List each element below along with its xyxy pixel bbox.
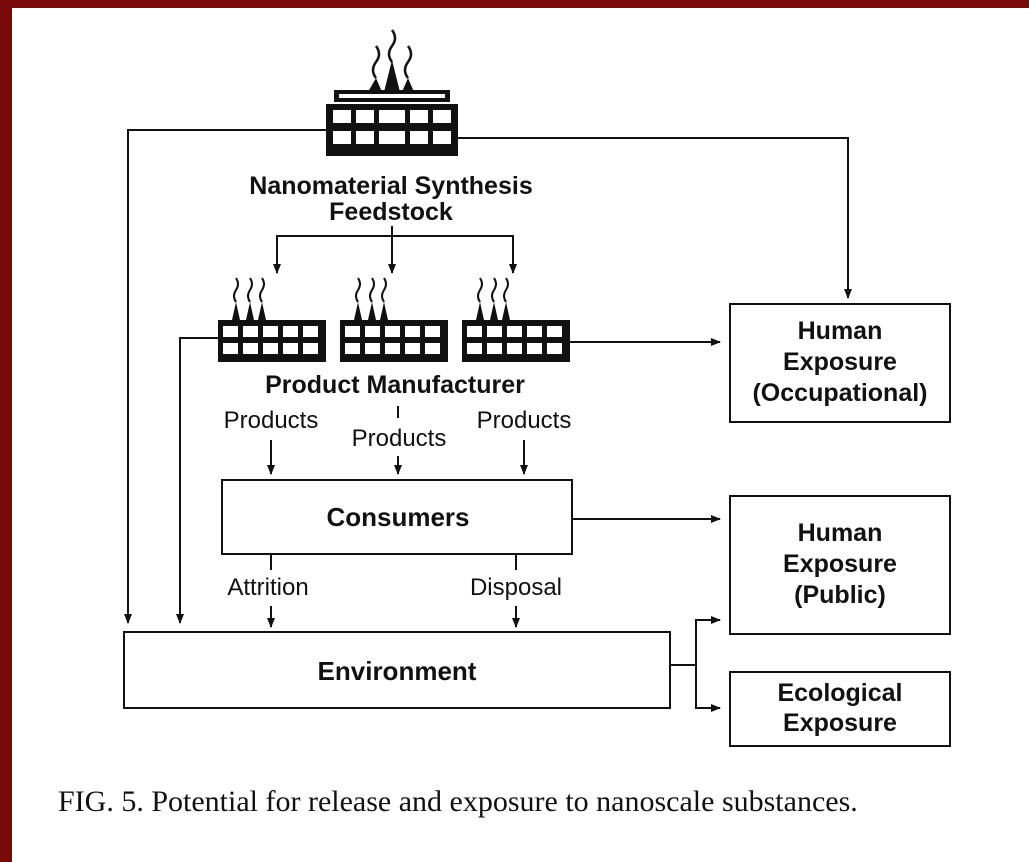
manufacturer-label: Product Manufacturer	[265, 371, 525, 399]
synthesis-label-line1: Nanomaterial Synthesis	[249, 172, 532, 200]
attrition-label: Attrition	[227, 574, 308, 601]
occupational-exposure-box	[729, 303, 951, 423]
ecological-line1: Ecological	[777, 679, 902, 707]
occupational-line1: Human	[798, 317, 883, 345]
ecological-exposure-box	[729, 671, 951, 747]
manufacturer-to-environment-arrow	[176, 337, 218, 624]
public-exposure-box	[729, 495, 951, 635]
consumers-label: Consumers	[326, 502, 469, 532]
synthesis-label-line2: Feedstock	[329, 198, 453, 226]
consumers-box	[221, 479, 573, 555]
public-line2: Exposure	[783, 550, 897, 578]
manufacturer-factory-icon	[217, 277, 327, 363]
products-label-right: Products	[477, 407, 572, 434]
products-label-left: Products	[224, 407, 319, 434]
products-arrows	[267, 406, 528, 475]
public-line1: Human	[798, 519, 883, 547]
environment-label: Environment	[318, 656, 477, 686]
public-line3: (Public)	[794, 581, 886, 609]
environment-outflow-arrows	[670, 616, 721, 712]
manufacturer-factory-icon	[461, 277, 571, 363]
occupational-line3: (Occupational)	[752, 379, 927, 407]
ecological-line2: Exposure	[783, 709, 897, 737]
manufacturer-factory-icon	[339, 277, 449, 363]
products-label-middle: Products	[352, 425, 447, 452]
figure-caption: FIG. 5. Potential for release and exposu…	[58, 785, 858, 818]
occupational-line2: Exposure	[783, 348, 897, 376]
consumer-release-arrows	[267, 554, 520, 628]
disposal-label: Disposal	[470, 574, 562, 601]
synthesis-factory-icon	[326, 29, 458, 156]
environment-box	[123, 631, 671, 709]
synthesis-outflow-lines	[124, 129, 852, 624]
